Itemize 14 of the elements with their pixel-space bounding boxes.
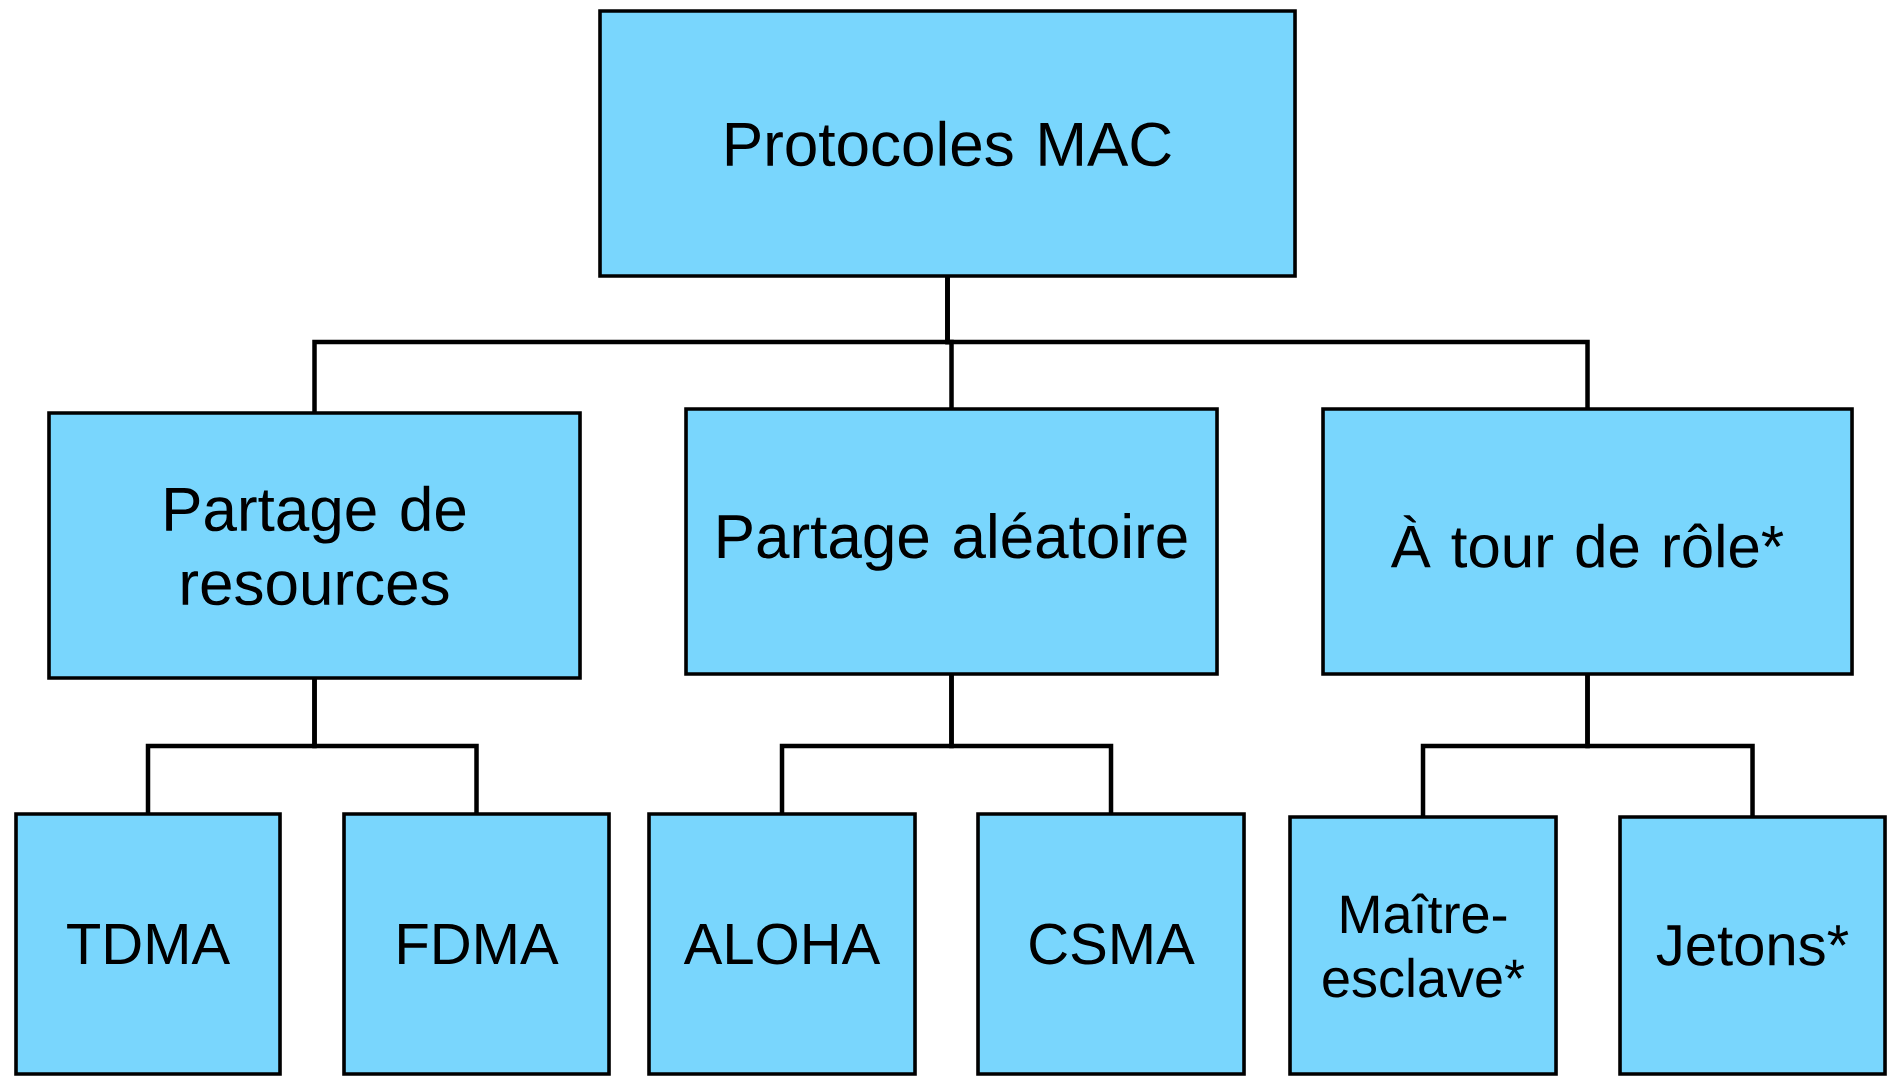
process-box: Partage aléatoire bbox=[684, 407, 1219, 676]
process-box: Partage de resources bbox=[47, 411, 582, 680]
process-box: Maître-esclave* bbox=[1288, 815, 1558, 1076]
process-box: À tour de rôle* bbox=[1321, 407, 1854, 676]
process-box: CSMA bbox=[976, 812, 1246, 1076]
connector-line bbox=[949, 673, 1114, 815]
connector-line bbox=[312, 677, 479, 815]
process-box: Protocoles MAC bbox=[598, 9, 1297, 278]
process-box: FDMA bbox=[342, 812, 611, 1076]
process-box: Jetons* bbox=[1618, 815, 1887, 1076]
connector-line bbox=[1585, 673, 1755, 818]
process-box: TDMA bbox=[14, 812, 282, 1076]
connector-line bbox=[945, 275, 1590, 410]
process-box: ALOHA bbox=[647, 812, 917, 1076]
